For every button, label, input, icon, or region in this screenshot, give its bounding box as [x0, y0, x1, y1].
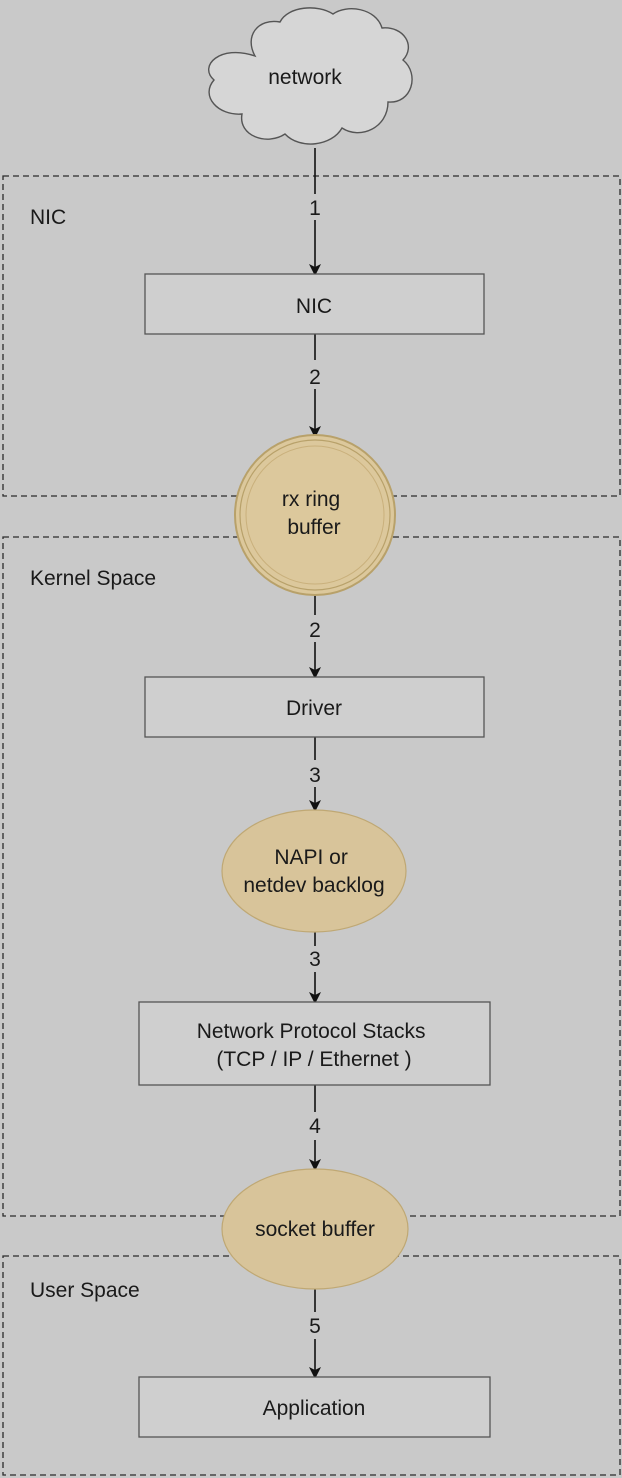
network-cloud: network	[208, 7, 413, 145]
application-label: Application	[263, 1397, 366, 1420]
step-label-1: 1	[309, 197, 321, 220]
user-space-label: User Space	[30, 1279, 140, 1302]
nic-region-label: NIC	[30, 206, 66, 229]
step-label-3b: 3	[309, 948, 321, 971]
application-box: Application	[138, 1376, 491, 1438]
nic-box: NIC	[144, 273, 485, 335]
nic-box-label: NIC	[296, 295, 332, 318]
rx-ring-buffer-label: rx ring buffer	[282, 488, 346, 539]
driver-label: Driver	[286, 697, 342, 720]
user-space-region	[2, 1255, 621, 1476]
step-label-3a: 3	[309, 764, 321, 787]
step-label-2a: 2	[309, 366, 321, 389]
protocol-stacks-label: Network Protocol Stacks (TCP / IP / Ethe…	[197, 1020, 432, 1071]
protocol-stacks-box: Network Protocol Stacks (TCP / IP / Ethe…	[138, 1001, 491, 1086]
napi-label: NAPI or netdev backlog	[243, 846, 384, 897]
network-label: network	[268, 66, 342, 89]
step-label-5: 5	[309, 1315, 321, 1338]
step-label-2b: 2	[309, 619, 321, 642]
napi-node: NAPI or netdev backlog	[221, 809, 407, 933]
rx-ring-buffer-node: rx ring buffer	[234, 434, 396, 596]
kernel-space-label: Kernel Space	[30, 567, 156, 590]
socket-buffer-node: socket buffer	[221, 1168, 409, 1290]
step-label-4: 4	[309, 1115, 321, 1138]
socket-buffer-label: socket buffer	[255, 1218, 375, 1241]
driver-box: Driver	[144, 676, 485, 738]
